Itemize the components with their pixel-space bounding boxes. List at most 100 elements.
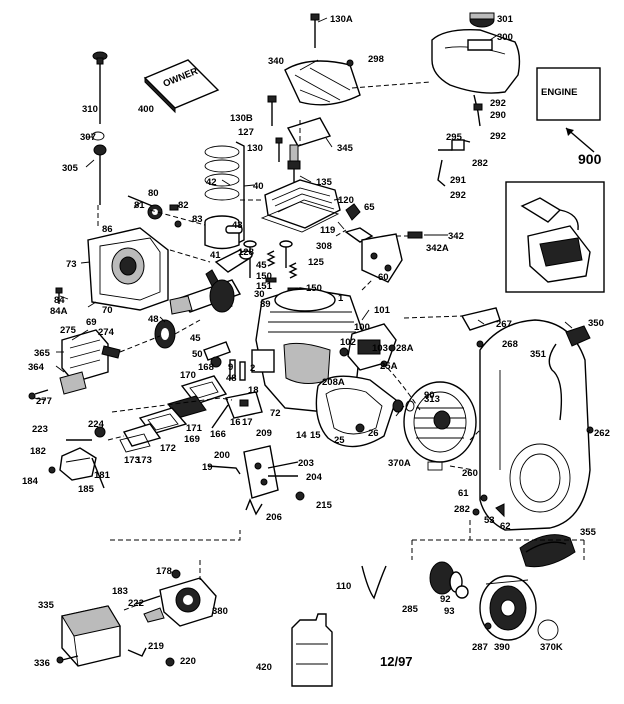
label-25: 25 (334, 435, 345, 446)
label-40: 40 (253, 181, 264, 192)
housing-small-parts (472, 494, 505, 518)
label-262: 262 (594, 428, 610, 439)
fuel-tank (431, 29, 521, 94)
label-285: 285 (402, 604, 419, 615)
label-81: 81 (134, 200, 145, 211)
carburetor (135, 569, 217, 627)
label-342A: 342A (426, 243, 449, 254)
label-370A: 370A (388, 458, 411, 469)
label-277: 277 (36, 396, 52, 407)
dipstick-tube (93, 144, 107, 205)
label-173-b: 173 (136, 455, 152, 466)
side-cover (87, 227, 169, 311)
label-84: 84 (54, 295, 65, 306)
label-18: 18 (248, 385, 259, 396)
label-15: 15 (310, 430, 321, 441)
filter-screw (56, 655, 79, 664)
engine-ref-number: 900 (578, 151, 602, 167)
label-128: 128 (238, 247, 254, 258)
label-16: 16 (230, 417, 241, 428)
label-351: 351 (530, 349, 547, 360)
label-292-c: 292 (450, 190, 466, 201)
label-209: 209 (256, 428, 272, 439)
label-204: 204 (306, 472, 323, 483)
air-filter-box (61, 605, 121, 667)
head-gasket (260, 201, 340, 233)
flywheel-nut (392, 399, 415, 413)
throttle-link (127, 647, 175, 667)
label-65: 65 (364, 202, 375, 213)
label-291: 291 (450, 175, 467, 186)
label-61: 61 (458, 488, 469, 499)
label-292-a: 292 (490, 98, 506, 109)
label-86: 86 (102, 224, 113, 235)
label-166: 166 (210, 429, 226, 440)
label-200: 200 (214, 450, 230, 461)
label-43: 43 (232, 220, 243, 231)
cover-bolts (55, 287, 63, 304)
label-390: 390 (494, 642, 510, 653)
label-50: 50 (192, 349, 203, 360)
governor-assembly (127, 195, 179, 220)
label-89: 89 (260, 299, 271, 310)
label-169: 169 (184, 434, 200, 445)
starter-bracket (460, 307, 501, 348)
label-313: 313 (424, 394, 440, 405)
label-310: 310 (82, 104, 98, 115)
label-30: 30 (254, 289, 265, 300)
spark-plug (287, 144, 301, 182)
fuel-line-assembly (437, 94, 483, 187)
label-150-a: 150 (256, 271, 272, 282)
label-120: 120 (338, 195, 354, 206)
flywheel (403, 381, 477, 463)
label-203: 203 (298, 458, 314, 469)
muffler (61, 329, 121, 383)
label-183: 183 (112, 586, 128, 597)
label-150-b: 150 (306, 283, 322, 294)
fuel-cap (469, 12, 495, 28)
governor-lever (211, 391, 263, 429)
label-1: 1 (338, 293, 344, 304)
dipstick (92, 51, 108, 124)
control-bracket (243, 445, 299, 499)
label-127: 127 (238, 127, 254, 138)
label-102: 102 (340, 337, 356, 348)
blower-housing (479, 319, 591, 531)
label-80: 80 (148, 188, 159, 199)
label-208A: 208A (322, 377, 345, 388)
label-62: 62 (500, 521, 511, 532)
label-45-b: 45 (190, 333, 201, 344)
label-82: 82 (178, 200, 189, 211)
label-93: 93 (444, 606, 455, 617)
label-380: 380 (212, 606, 228, 617)
label-48-b: 48 (226, 373, 237, 384)
owners-manual-book: OWNER (143, 59, 220, 114)
assembly-dashed-lines (97, 81, 585, 611)
engine-reference-box: ENGINE (536, 67, 601, 153)
carburetor-gaskets (119, 375, 228, 453)
label-125: 125 (308, 257, 325, 268)
decal-370a (427, 461, 443, 471)
label-45-a: 45 (256, 260, 267, 271)
label-307: 307 (80, 132, 96, 143)
label-90: 90 (424, 390, 435, 401)
label-219: 219 (148, 641, 164, 652)
label-300: 300 (497, 32, 513, 43)
label-168: 168 (198, 362, 214, 373)
label-60: 60 (378, 272, 389, 283)
label-301: 301 (497, 14, 514, 25)
label-364: 364 (28, 362, 45, 373)
label-151: 151 (256, 281, 273, 292)
label-25A: 25A (380, 361, 398, 372)
label-173: 173 (124, 455, 140, 466)
tappets (229, 359, 246, 381)
label-171: 171 (186, 423, 203, 434)
label-135: 135 (316, 177, 333, 188)
head-bracket (286, 117, 332, 147)
muffler-guard (59, 371, 87, 395)
label-350: 350 (588, 318, 604, 329)
label-48: 48 (148, 314, 159, 325)
label-342: 342 (448, 231, 464, 242)
